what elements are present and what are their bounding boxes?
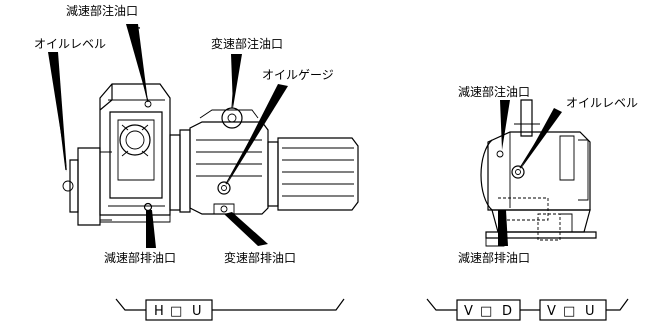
vertical-gearmotor (480, 99, 597, 247)
mount-vu-suffix: U (585, 304, 596, 319)
label-reducer-drain-right: 減速部排油口 (458, 250, 530, 265)
mount-vd-letter: V (464, 304, 474, 319)
mount-vu-letter: V (547, 304, 557, 319)
bracket-horizontal: H □ U (115, 298, 345, 321)
leaders-right (498, 100, 562, 246)
label-oil-level-left: オイルレベル (34, 37, 106, 51)
label-variator-drain: 変速部排油口 (224, 250, 296, 265)
mount-h-box: □ (170, 304, 183, 319)
mount-vd-suffix: D (502, 304, 513, 319)
leaders-left (48, 24, 288, 248)
mount-vu-box: □ (563, 304, 576, 319)
label-oil-level-right: オイルレベル (566, 96, 638, 110)
label-oil-gauge: オイルゲージ (262, 68, 334, 82)
mount-h-suffix: U (192, 304, 203, 319)
label-reducer-fill-right: 減速部注油口 (458, 84, 530, 99)
label-reducer-fill-left: 減速部注油口 (66, 3, 138, 18)
mount-vd-box: □ (480, 304, 493, 319)
mount-h-letter: H (154, 304, 165, 319)
label-reducer-drain-left: 減速部排油口 (104, 250, 176, 265)
bracket-vertical: V □ D V □ U (426, 298, 629, 321)
label-variator-fill: 変速部注油口 (211, 36, 283, 51)
horizontal-gearmotor (62, 83, 359, 226)
